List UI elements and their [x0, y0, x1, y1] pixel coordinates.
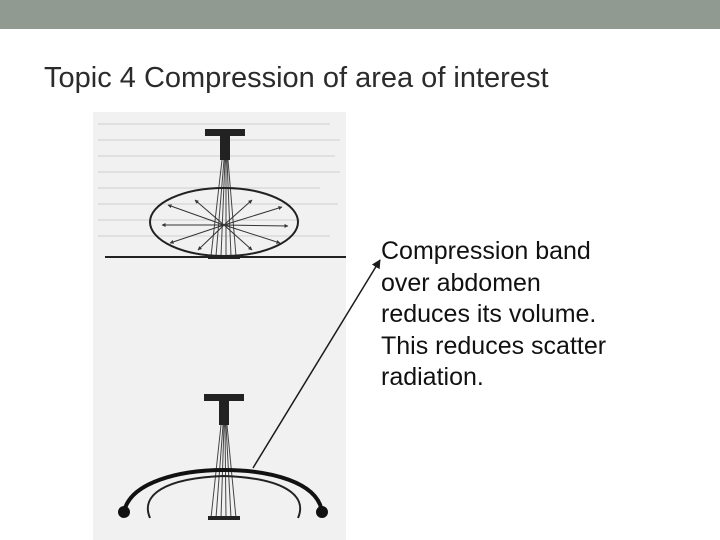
explanation-line: This reduces scatter [381, 331, 607, 360]
scatter-arrows [161, 199, 289, 251]
xray-beam-top [210, 159, 237, 257]
abdomen-outline-compressed [147, 474, 301, 519]
top-bar [0, 0, 720, 29]
xray-tube-bottom-neck [219, 401, 229, 425]
xray-tube-top [205, 129, 245, 136]
xray-tube-bottom-head [204, 394, 244, 401]
explanation-line: Compression band [381, 237, 591, 265]
detector-top [208, 255, 240, 259]
uncompressed-illustration [105, 129, 346, 259]
compression-band [122, 467, 324, 513]
explanation-line: reduces its volume. [381, 300, 597, 328]
band-anchor-right [316, 506, 328, 518]
band-anchor-left [118, 506, 130, 518]
explanation-text: Compression band over abdomen reduces it… [381, 236, 701, 394]
explanation-line: radiation. [381, 363, 484, 391]
xray-tube-neck [220, 136, 230, 160]
slide-title: Topic 4 Compression of area of interest [44, 62, 549, 94]
detector-bottom [208, 516, 240, 520]
compressed-illustration [118, 394, 328, 520]
pointer-arrow [252, 259, 381, 469]
explanation-line: over abdomen [381, 268, 541, 297]
